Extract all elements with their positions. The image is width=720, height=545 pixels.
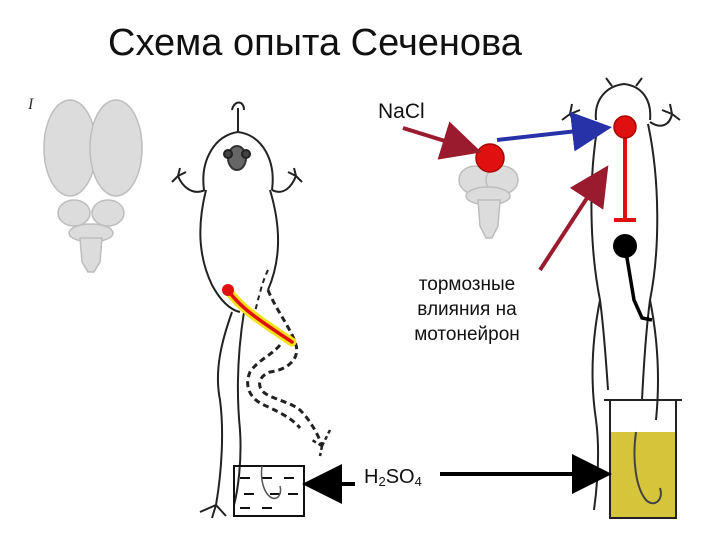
- inhibition-line-1: тормозные: [418, 274, 516, 295]
- acid-beaker: [604, 399, 682, 519]
- right-brain-figure: [458, 165, 519, 239]
- reflex-pathway: [613, 115, 653, 322]
- inhibition-label: тормозные влияния на мотонейрон: [382, 272, 552, 347]
- left-brain-figure: [43, 99, 143, 273]
- small-acid-cup: [233, 465, 305, 517]
- nacl-arrow: [402, 121, 482, 160]
- leg-stimulus-dot: [222, 284, 234, 296]
- acid-sub-2: 2: [378, 474, 386, 489]
- figure-numeral: I: [28, 96, 34, 113]
- inhibition-line-3: мотонейрон: [414, 324, 520, 345]
- afferent-arrow: [496, 111, 612, 152]
- acid-so: SO: [385, 466, 415, 488]
- nacl-label: NaCl: [378, 100, 425, 123]
- page-title: Схема опыта Сеченова: [108, 22, 522, 64]
- motor-nerve: [623, 245, 653, 322]
- acid-sub-4: 4: [414, 474, 422, 489]
- middle-frog: [171, 101, 332, 519]
- nacl-crystal-dot: [475, 143, 505, 173]
- inhibition-line-2: влияния на: [417, 299, 517, 320]
- inhibition-arrow: [538, 165, 609, 272]
- acid-label: H2SO4: [364, 466, 422, 489]
- leg-reflex-highlight: [222, 284, 297, 347]
- center-dot: [613, 115, 637, 139]
- acid-h: H: [364, 466, 379, 488]
